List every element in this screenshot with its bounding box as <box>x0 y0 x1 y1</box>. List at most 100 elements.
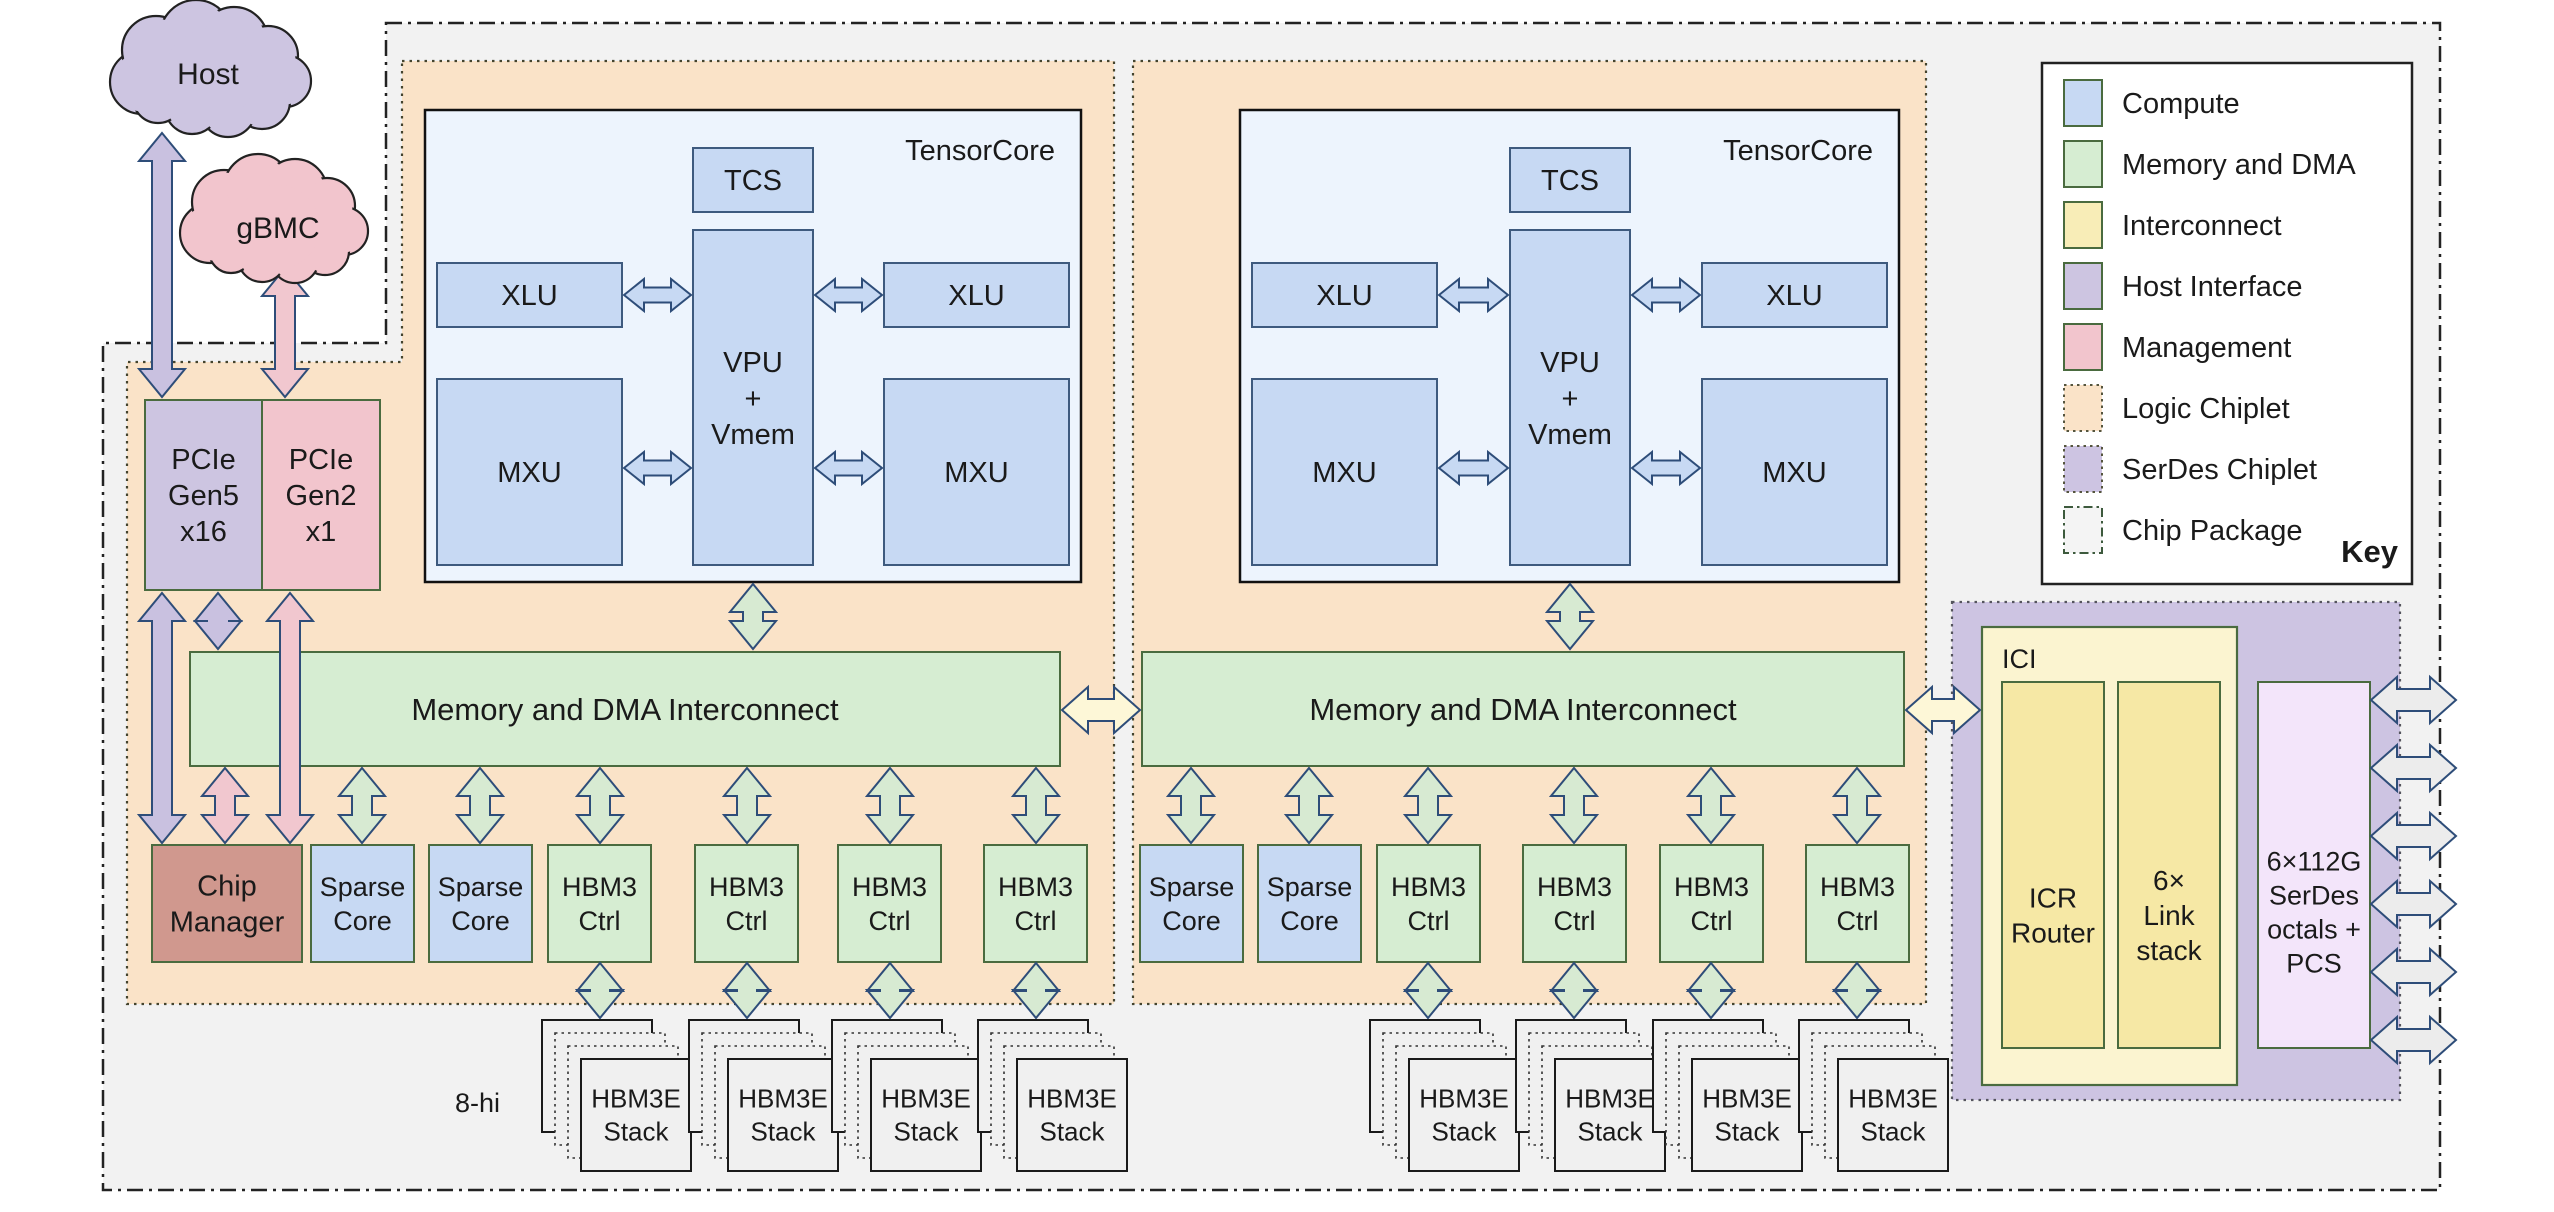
arrow-mxu2l-vpu2 <box>1437 449 1510 487</box>
serdes-octals-label: 6×112G SerDes octals + PCS <box>2267 846 2362 978</box>
hbm3e-stack-1-line-0: HBM3E <box>591 1084 681 1114</box>
hbm3-ctrl-2d <box>1805 844 1910 963</box>
chip-manager <box>151 844 303 963</box>
xlu-1-right-label: XLU <box>948 280 1004 312</box>
arrow-ic2-ici <box>1904 684 1982 736</box>
xlu-2-left-group: XLU <box>1251 262 1438 328</box>
hbm3e-stack-8-front <box>1837 1058 1949 1172</box>
arrow-ic1-sparse-a <box>336 766 388 845</box>
host-cloud-label: Host <box>177 58 239 91</box>
arrow-ic1-ic2 <box>1060 684 1142 736</box>
sparse-core-2a-line-0: Sparse <box>1149 872 1235 902</box>
arrow-hbm1d-stack <box>1010 961 1062 1020</box>
hbm3-ctrl-1d-line-0: HBM3 <box>998 872 1073 902</box>
xlu-2-left-label: XLU <box>1316 280 1372 312</box>
arrow-vpu2-mxu2r <box>1630 449 1702 487</box>
arrow-tc1-interconnect <box>727 582 779 651</box>
arrow-vpu2-xlu2r <box>1630 276 1702 314</box>
hbm3-ctrl-2c <box>1659 844 1764 963</box>
ici-label: ICI <box>2002 644 2037 674</box>
serdes-octals <box>2257 681 2371 1049</box>
vpu-vmem-2-label: VPU+Vmem <box>1528 347 1612 451</box>
serdes-octals-line-0: 6×112G <box>2267 846 2362 876</box>
vpu-vmem-1-line-1: + <box>745 383 762 415</box>
xlu-1-left-label: XLU <box>501 280 557 312</box>
legend-swatch-host-interface <box>2063 262 2103 310</box>
pcie-gen2-x1-line-0: PCIe <box>289 444 353 476</box>
arrow-ic2-hbm-c <box>1685 766 1737 845</box>
arrow-xlu1l-vpu1 <box>622 276 693 314</box>
sparse-core-1a-line-0: Sparse <box>320 872 406 902</box>
arrow-hbm1c-stack <box>864 961 916 1020</box>
serdes-octals-line-2: octals + <box>2267 914 2361 944</box>
xlu-2-right <box>1701 262 1888 328</box>
arrow-hbm2d-stack <box>1831 961 1883 1020</box>
hbm3-ctrl-1a <box>547 844 652 963</box>
hbm3e-stack-7-front <box>1691 1058 1803 1172</box>
hbm3-ctrl-2b <box>1522 844 1627 963</box>
hbm3e-stack-3-front <box>870 1058 982 1172</box>
hbm3e-stack-6-front <box>1554 1058 1666 1172</box>
arrow-ic2-hbm-b <box>1548 766 1600 845</box>
arrow-ic1-hbm-d <box>1010 766 1062 845</box>
hbm3e-stack-1-line-1: Stack <box>603 1117 669 1147</box>
hbm3-ctrl-1b-line-1: Ctrl <box>726 906 768 936</box>
gbmc-cloud: gBMC <box>178 152 370 285</box>
xlu-1-left-group: XLU <box>436 262 623 328</box>
tcs-1-label: TCS <box>724 165 782 197</box>
sparse-core-2b-line-1: Core <box>1280 906 1339 936</box>
mxu-1-right <box>883 378 1070 566</box>
arrow-mxu1l-vpu1 <box>622 449 693 487</box>
hbm3e-stack-6-line-0: HBM3E <box>1565 1084 1655 1114</box>
legend-swatch-interconnect <box>2063 201 2103 249</box>
hbm3-ctrl-1c-line-1: Ctrl <box>869 906 911 936</box>
arrow-ic1-hbm-b <box>721 766 773 845</box>
arrow-ic1-hbm-a <box>574 766 626 845</box>
arrow-hbm1a-stack <box>574 961 626 1020</box>
chip-manager-line-0: Chip <box>197 871 257 903</box>
mxu-2-right <box>1701 378 1888 566</box>
legend-label-management: Management <box>2122 332 2291 364</box>
hbm3e-stack-2-front <box>727 1058 839 1172</box>
arrow-serdes-2 <box>2369 742 2458 794</box>
tensorcore-2-label: TensorCore <box>1723 135 1873 167</box>
dma-interconnect-2 <box>1141 651 1905 767</box>
hbm3e-stack-8-line-0: HBM3E <box>1848 1084 1938 1114</box>
arrow-pcie5-chipmanager <box>136 591 188 845</box>
sparse-core-2a <box>1139 844 1244 963</box>
tcs-2-group: TCS <box>1509 147 1631 213</box>
serdes-octals-line-1: SerDes <box>2269 880 2359 910</box>
serdes-octals-line-3: PCS <box>2286 948 2342 978</box>
dma-interconnect-1-label: Memory and DMA Interconnect <box>411 692 839 727</box>
chip-manager-line-1: Manager <box>170 907 285 939</box>
legend-swatch-serdes-chiplet <box>2063 445 2103 493</box>
mxu-2-right-group: MXU <box>1701 378 1888 566</box>
hbm3e-stack-7-line-1: Stack <box>1714 1117 1780 1147</box>
vpu-vmem-2 <box>1509 229 1631 566</box>
hbm3e-stack-8-line-1: Stack <box>1860 1117 1926 1147</box>
sparse-core-2b <box>1257 844 1362 963</box>
pcie-gen5-x16-line-2: x16 <box>180 516 227 548</box>
